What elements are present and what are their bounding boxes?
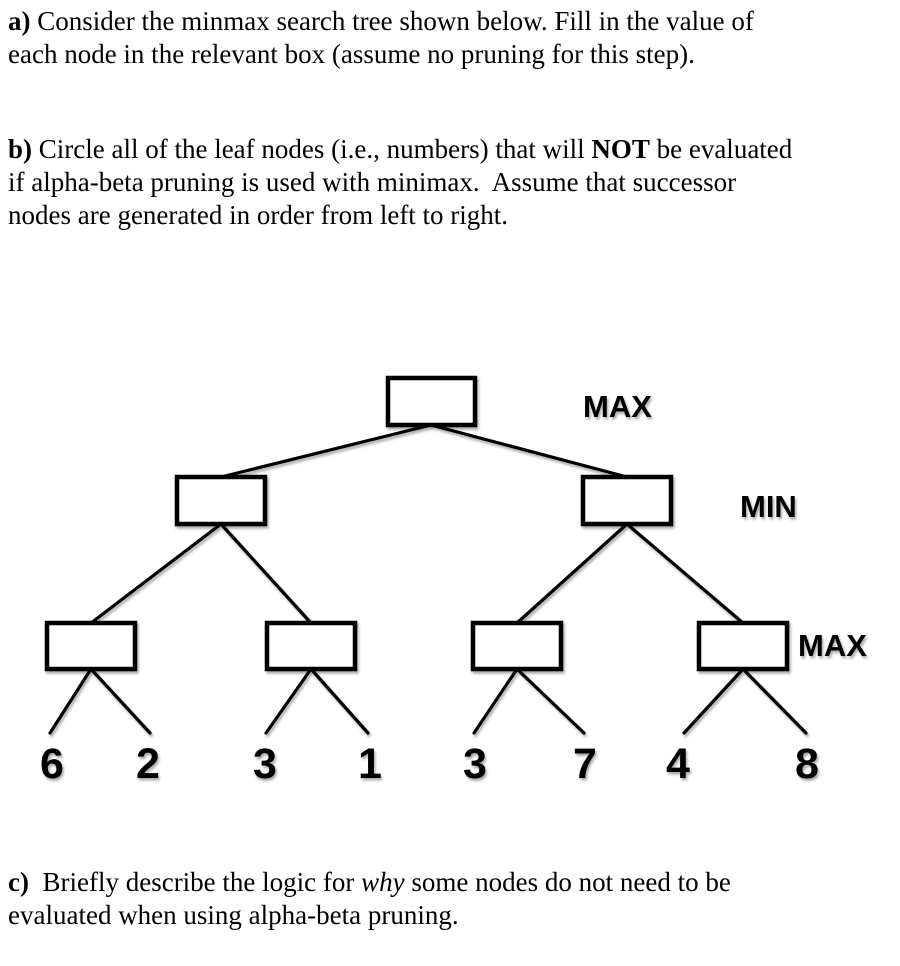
max-level-label-lower: MAX	[798, 628, 867, 663]
question-b-text2: be evaluated	[649, 134, 793, 164]
edge-leaf-8	[741, 667, 808, 735]
edge-leaf-6	[515, 667, 586, 735]
leaf-value-7[interactable]: 4	[666, 740, 690, 788]
edge-min-left-child1	[89, 522, 223, 625]
question-a-line2: each node in the relevant box (assume no…	[8, 39, 695, 69]
edge-leaf-4	[309, 667, 370, 735]
edge-root-right	[429, 423, 629, 479]
question-a-line1: a) Consider the minmax search tree shown…	[8, 5, 754, 38]
question-c: c) Briefly describe the logic for why so…	[8, 866, 731, 932]
leaf-value-8[interactable]: 8	[795, 740, 819, 788]
question-b-text1: Circle all of the leaf nodes (i.e., numb…	[32, 134, 592, 164]
root-max-node-box[interactable]	[385, 375, 478, 428]
edge-leaf-7	[682, 667, 745, 735]
edge-min-left-child2	[219, 522, 313, 625]
question-b-line1: b) Circle all of the leaf nodes (i.e., n…	[8, 133, 792, 166]
edge-min-right-child1	[515, 522, 629, 625]
question-a-label: a)	[8, 6, 31, 36]
question-c-text2: some nodes do not need to be	[404, 867, 731, 897]
min-node-left-box[interactable]	[174, 474, 268, 527]
max-node-4-box[interactable]	[696, 620, 790, 672]
edge-min-right-child2	[625, 522, 745, 625]
question-c-line1: c) Briefly describe the logic for why so…	[8, 866, 731, 899]
min-level-label: MIN	[740, 489, 797, 524]
question-b: b) Circle all of the leaf nodes (i.e., n…	[8, 133, 792, 232]
question-c-why-emphasis: why	[361, 867, 405, 897]
edge-root-left	[219, 423, 433, 479]
max-node-1-box[interactable]	[44, 620, 138, 672]
question-a: a) Consider the minmax search tree shown…	[8, 5, 754, 71]
leaf-value-1[interactable]: 6	[40, 740, 64, 788]
edge-leaf-5	[472, 667, 519, 735]
question-c-text1: Briefly describe the logic for	[28, 867, 362, 897]
minmax-tree-diagram: MAX MIN MAX 6 2 3 1 3 7 4 8	[40, 375, 867, 788]
question-c-label: c)	[8, 867, 29, 897]
leaf-value-2[interactable]: 2	[136, 740, 160, 788]
leaf-value-6[interactable]: 7	[573, 740, 597, 788]
question-c-line2: evaluated when using alpha-beta pruning.	[8, 900, 459, 930]
question-b-label: b)	[8, 134, 33, 164]
question-b-line3: nodes are generated in order from left t…	[8, 200, 509, 230]
min-node-right-box[interactable]	[580, 474, 674, 527]
leaf-value-3[interactable]: 3	[253, 740, 277, 788]
edge-leaf-1	[48, 667, 93, 735]
question-b-not-emphasis: NOT	[591, 134, 650, 164]
max-level-label-root: MAX	[583, 389, 652, 424]
max-node-2-box[interactable]	[264, 620, 358, 672]
leaf-value-4[interactable]: 1	[358, 740, 382, 788]
question-b-line2: if alpha-beta pruning is used with minim…	[8, 167, 737, 197]
edge-leaf-2	[89, 667, 152, 735]
edge-leaf-3	[264, 667, 313, 735]
question-a-text1: Consider the minmax search tree shown be…	[30, 6, 754, 36]
leaf-value-5[interactable]: 3	[463, 740, 487, 788]
max-node-3-box[interactable]	[470, 620, 564, 672]
